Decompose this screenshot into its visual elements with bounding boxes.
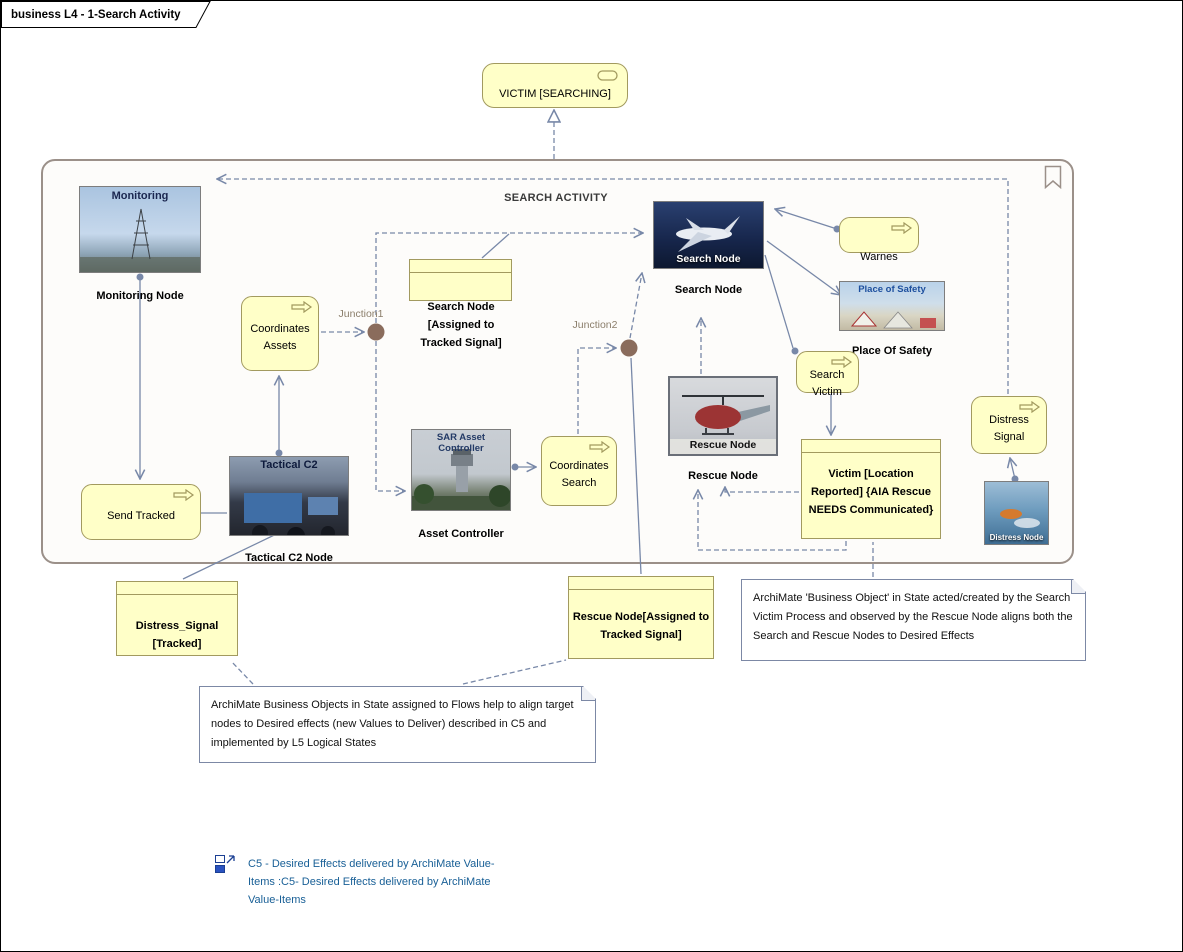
helicopter-graphic bbox=[682, 395, 770, 435]
tactical-c2-label: Tactical C2 Node bbox=[245, 552, 333, 564]
asset-controller-label: Asset Controller bbox=[418, 528, 504, 540]
search-node-photo-caption: Search Node bbox=[676, 253, 741, 265]
object-header bbox=[117, 582, 237, 595]
business-object-note[interactable]: ArchiMate 'Business Object' in State act… bbox=[741, 579, 1086, 661]
sea-vessel-graphic bbox=[1000, 509, 1040, 528]
tab-title: business L4 - 1-Search Activity bbox=[11, 9, 181, 21]
monitoring-photo-caption: Monitoring bbox=[111, 190, 169, 202]
victim-searching-state[interactable]: VICTIM [SEARCHING] bbox=[482, 63, 628, 108]
object-header bbox=[569, 577, 713, 590]
bookmark-icon bbox=[1044, 165, 1062, 189]
object-header bbox=[410, 260, 511, 273]
state-icon bbox=[597, 70, 618, 81]
diagram-tab[interactable]: business L4 - 1-Search Activity bbox=[1, 1, 231, 29]
junction1-label: Junction1 bbox=[338, 308, 384, 320]
process-arrow-icon bbox=[589, 441, 611, 453]
monitoring-node-label: Monitoring Node bbox=[96, 290, 184, 302]
business-object-note-text: ArchiMate 'Business Object' in State act… bbox=[753, 592, 1073, 642]
victim-location-label: Victim [Location Reported] {AIA Rescue N… bbox=[808, 468, 934, 516]
victim-state-label: VICTIM [SEARCHING] bbox=[499, 88, 611, 100]
process-arrow-icon bbox=[891, 222, 913, 234]
send-tracked-process[interactable]: Send Tracked bbox=[81, 484, 201, 540]
flows-note-text: ArchiMate Business Objects in State assi… bbox=[211, 699, 574, 749]
object-header bbox=[802, 440, 940, 453]
asset-controller-image[interactable]: SAR Asset Controller bbox=[411, 429, 511, 511]
noteline-flows-note-to-rescue-object[interactable] bbox=[462, 659, 567, 685]
distress-node-photo-caption: Distress Node bbox=[989, 533, 1044, 542]
flows-note[interactable]: ArchiMate Business Objects in State assi… bbox=[199, 686, 596, 763]
rescue-node-label: Rescue Node bbox=[688, 470, 758, 482]
coordinates-search-process[interactable]: Coordinates Search bbox=[541, 436, 617, 506]
monitoring-node-image[interactable]: Monitoring bbox=[79, 186, 201, 273]
search-node-image[interactable]: Search Node bbox=[653, 201, 764, 269]
place-of-safety-image[interactable]: Place of Safety bbox=[839, 281, 945, 331]
noteline-flows-note-to-distress-object[interactable] bbox=[230, 660, 254, 685]
rescue-node-assigned-object[interactable]: Rescue Node[Assigned to Tracked Signal] bbox=[568, 576, 714, 659]
junction2-label: Junction2 bbox=[572, 319, 618, 331]
rescue-node-assigned-label: Rescue Node[Assigned to Tracked Signal] bbox=[572, 611, 710, 641]
distress-signal-tracked-label: Distress_Signal [Tracked] bbox=[135, 620, 219, 650]
warnes-label: Warnes bbox=[860, 251, 898, 263]
coordinates-assets-process[interactable]: Coordinates Assets bbox=[241, 296, 319, 371]
search-node-assigned-label: Search Node [Assigned to Tracked Signal] bbox=[420, 301, 502, 349]
search-victim-label: Search Victim bbox=[809, 369, 845, 398]
tactical-c2-photo-caption: Tactical C2 bbox=[260, 459, 318, 471]
process-arrow-icon bbox=[173, 489, 195, 501]
process-arrow-icon bbox=[1019, 401, 1041, 413]
control-tower-graphic bbox=[412, 449, 510, 510]
coordinates-search-label: Coordinates Search bbox=[549, 460, 609, 489]
group-title: SEARCH ACTIVITY bbox=[504, 192, 608, 204]
search-node-label: Search Node bbox=[674, 284, 743, 296]
distress-signal-label: Distress Signal bbox=[989, 414, 1029, 443]
distress-signal-process[interactable]: Distress Signal bbox=[971, 396, 1047, 454]
process-arrow-icon bbox=[291, 301, 313, 313]
search-node-assigned-object[interactable] bbox=[409, 259, 512, 301]
distress-signal-tracked-object[interactable]: Distress_Signal [Tracked] bbox=[116, 581, 238, 656]
c5-hyperlink[interactable]: C5 - Desired Effects delivered by ArchiM… bbox=[248, 858, 495, 906]
victim-location-object[interactable]: Victim [Location Reported] {AIA Rescue N… bbox=[801, 439, 941, 539]
place-of-safety-photo-caption: Place of Safety bbox=[858, 284, 926, 295]
distress-node-image[interactable]: Distress Node bbox=[984, 481, 1049, 545]
rescue-node-image[interactable]: Rescue Node bbox=[668, 376, 778, 456]
tactical-c2-image[interactable]: Tactical C2 bbox=[229, 456, 349, 536]
coordinates-assets-label: Coordinates Assets bbox=[250, 322, 310, 352]
radio-tower-graphic bbox=[80, 208, 200, 272]
send-tracked-label: Send Tracked bbox=[107, 509, 175, 522]
asset-controller-photo-caption: SAR Asset Controller bbox=[436, 432, 486, 454]
rescue-node-photo-caption: Rescue Node bbox=[670, 439, 776, 454]
diagram-link-icon[interactable] bbox=[214, 854, 238, 874]
